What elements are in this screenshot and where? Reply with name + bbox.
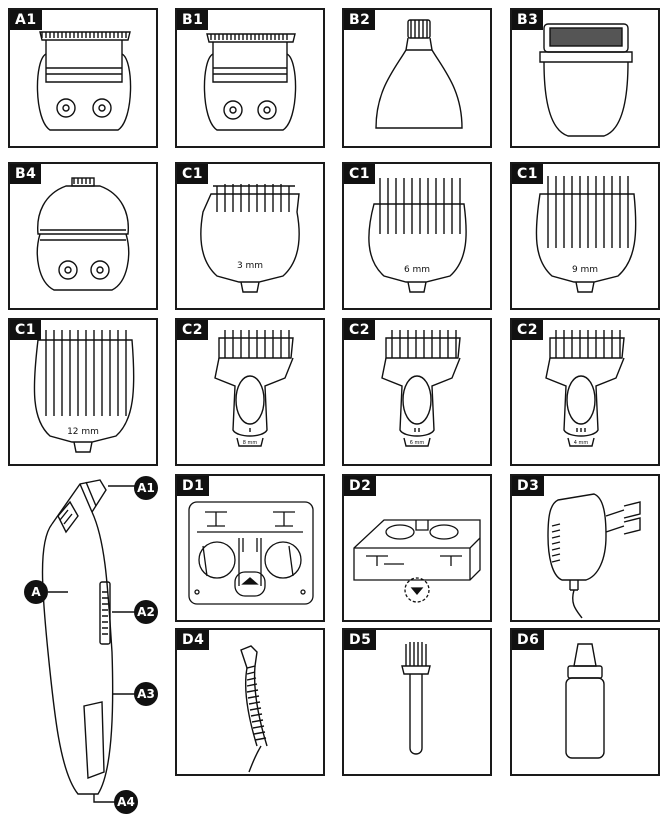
oil-bottle-drawing [565, 643, 605, 759]
panel-c2-6mm: 6 mm C2 [342, 318, 492, 466]
panel-label: C2 [344, 320, 376, 340]
foil-shaver-b3-drawing [539, 23, 633, 137]
trimmer-head-b1-drawing [203, 33, 297, 131]
storage-tray-bottom-drawing [353, 519, 481, 603]
panel-label: D4 [177, 630, 210, 650]
comb-12mm-drawing: 12 mm [33, 330, 135, 453]
charging-cable-drawing [240, 645, 268, 773]
panel-label: C1 [10, 320, 42, 340]
panel-c2-4mm: 4 mm C2 [510, 318, 660, 466]
panel-label: B3 [512, 10, 544, 30]
guide-comb-4mm-drawing: 4 mm [545, 330, 625, 447]
panel-label: B1 [177, 10, 209, 30]
comb-size-label: 8 mm [243, 440, 258, 446]
panel-label: D5 [344, 630, 377, 650]
panel-d6: D6 [510, 628, 660, 776]
comb-size-label: 3 mm [237, 261, 263, 271]
panel-label: C1 [177, 164, 209, 184]
panel-c1-9mm: 9 mm C1 [510, 162, 660, 310]
panel-b2: B2 [342, 8, 492, 148]
panel-c1-12mm: 12 mm C1 [8, 318, 158, 466]
panel-d3: D3 [510, 474, 660, 622]
panel-b4: B4 [8, 162, 158, 310]
main-device-area: A1 A A2 A3 A4 [8, 472, 168, 814]
panel-label: C1 [344, 164, 376, 184]
panel-d4: D4 [175, 628, 325, 776]
storage-tray-top-drawing [188, 501, 314, 605]
comb-size-label: 4 mm [574, 440, 589, 446]
trimmer-head-a1-drawing [36, 31, 132, 131]
cleaning-brush-drawing [401, 642, 431, 755]
callout-a2: A2 [134, 600, 158, 624]
panel-c1-3mm: 3 mm C1 [175, 162, 325, 310]
panel-d2: D2 [342, 474, 492, 622]
panel-label: D1 [177, 476, 210, 496]
comb-size-label: 6 mm [410, 440, 425, 446]
panel-label: D2 [344, 476, 377, 496]
panel-label: B4 [10, 164, 42, 184]
panel-b3: B3 [510, 8, 660, 148]
panel-label: C2 [177, 320, 209, 340]
panel-label: B2 [344, 10, 376, 30]
callout-a4: A4 [114, 790, 138, 814]
comb-size-label: 9 mm [572, 265, 598, 275]
detail-trimmer-b4-drawing [36, 177, 130, 291]
panel-d1: D1 [175, 474, 325, 622]
panel-label: C2 [512, 320, 544, 340]
callout-a1: A1 [134, 476, 158, 500]
panel-label: D6 [512, 630, 545, 650]
comb-9mm-drawing: 9 mm [535, 176, 637, 293]
panel-c2-8mm: 8 mm C2 [175, 318, 325, 466]
guide-comb-8mm-drawing: 8 mm [214, 330, 294, 447]
comb-6mm-drawing: 6 mm [368, 178, 467, 293]
power-adapter-drawing [547, 493, 641, 619]
panel-label: C1 [512, 164, 544, 184]
callout-a3: A3 [134, 682, 158, 706]
comb-3mm-drawing: 3 mm [200, 184, 300, 293]
hair-clipper-drawing [41, 479, 138, 803]
panel-label: A1 [10, 10, 42, 30]
panel-a1: A1 [8, 8, 158, 148]
guide-comb-6mm-drawing: 6 mm [381, 330, 461, 447]
callout-a: A [24, 580, 48, 604]
panel-d5: D5 [342, 628, 492, 776]
nose-trimmer-b2-drawing [375, 19, 463, 129]
comb-size-label: 6 mm [404, 265, 430, 275]
comb-size-label: 12 mm [67, 427, 99, 437]
panel-label: D3 [512, 476, 545, 496]
panel-b1: B1 [175, 8, 325, 148]
panel-c1-6mm: 6 mm C1 [342, 162, 492, 310]
